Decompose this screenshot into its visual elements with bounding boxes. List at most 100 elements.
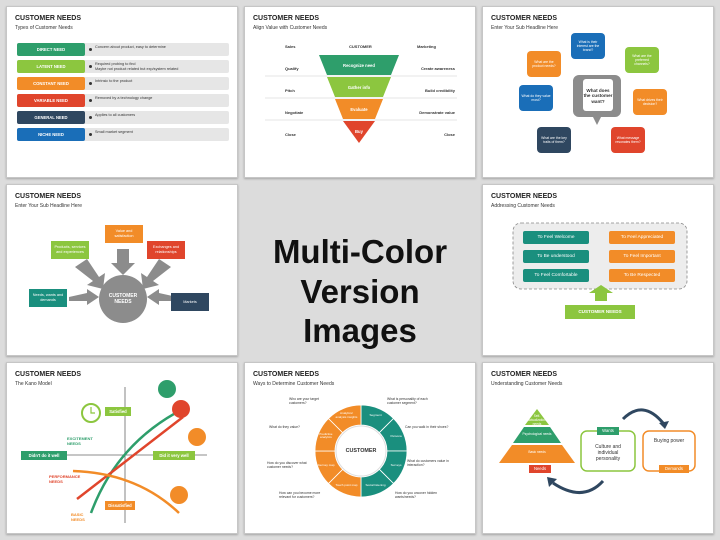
sales-stage: Qualify	[285, 66, 299, 71]
bullet-dot	[89, 82, 92, 85]
performance-needs-label: PERFORMANCE NEEDS	[49, 474, 81, 484]
need-box-right: To Feel Important	[609, 250, 675, 263]
understanding-graphic	[499, 408, 696, 494]
need-type-label: CONSTANT NEED	[17, 77, 85, 90]
segment-label: Segment	[369, 413, 382, 418]
need-type-label: DIRECT NEED	[17, 43, 85, 56]
segment-label: Persona	[390, 433, 402, 438]
slide-subtitle: Ways to Determine Customer Needs	[253, 381, 335, 387]
basic-needs-label: BASIC NEEDS	[71, 512, 85, 522]
marketing-stage: Create awareness	[420, 66, 455, 71]
funnel-stage: Gather info	[347, 85, 371, 91]
slide-title: CUSTOMER NEEDS	[491, 371, 557, 378]
question-bubble: What are the product needs?	[527, 51, 561, 77]
question-text: How do you discover what customer needs?	[267, 461, 307, 470]
need-description: Small market segment	[95, 130, 133, 134]
heading-line-2: Version Images	[300, 272, 420, 350]
need-box-right: To Feel Appreciated	[609, 231, 675, 244]
slide-subtitle: Enter Your Sub Headline Here	[491, 25, 558, 31]
need-box-left: To Feel Comfortable	[523, 269, 589, 282]
marketing-stage: Demonstrate value	[419, 110, 455, 115]
need-item: Needs, wants and demands	[29, 289, 67, 307]
segment-ring	[314, 404, 408, 498]
slide-title: CUSTOMER NEEDS	[253, 371, 319, 378]
pyramid-bottom: Basic needs	[528, 450, 546, 454]
kano-chart	[47, 380, 207, 523]
customer-needs-label: CUSTOMER NEEDS	[565, 305, 635, 319]
slide-customer-want[interactable]: CUSTOMER NEEDS Enter Your Sub Headline H…	[482, 6, 714, 178]
segment-label: Journey map	[317, 462, 335, 467]
slide-title: CUSTOMER NEEDS	[491, 193, 557, 200]
need-item: Markets	[171, 293, 209, 311]
need-description: Intrinsic to the product	[95, 79, 133, 83]
slide-title: CUSTOMER NEEDS	[491, 15, 557, 22]
question-text: What do they value?	[269, 425, 300, 429]
slide-title: CUSTOMER NEEDS	[253, 15, 319, 22]
need-type-label: GENERAL NEED	[17, 111, 85, 124]
speech-bubbles-graphic	[573, 75, 621, 125]
funnel-stage: Recognize need	[343, 63, 375, 69]
slide-align-value[interactable]: CUSTOMER NEEDS Align Value with Customer…	[244, 6, 476, 178]
marketing-stage: Build credibility	[424, 88, 455, 93]
sales-stage: Pitch	[285, 88, 295, 93]
sales-stage: Close	[285, 132, 296, 137]
segment-label: Touch point map	[335, 483, 358, 488]
segment-label: Analytics/ analysis insights	[335, 411, 358, 419]
marketing-header: Marketing	[417, 44, 436, 49]
need-description: Concern about product, easy to determine	[95, 45, 166, 49]
multi-color-heading: Multi-Color Version Images	[244, 232, 476, 351]
slide-kano-model[interactable]: CUSTOMER NEEDS The Kano Model Satisfied …	[6, 362, 238, 534]
question-bubble: What message resonates them?	[611, 127, 645, 153]
didnt-do-well-label: Didn't do it well	[21, 451, 67, 460]
slide-subtitle: Align Value with Customer Needs	[253, 25, 328, 31]
need-item: Value and satisfaction	[105, 225, 143, 243]
need-item: Exchanges and relationships	[147, 241, 185, 259]
wants-tag: Wants	[597, 427, 619, 435]
segment-label: Surveys	[390, 462, 402, 467]
question-text: How do you uncover hidden wants/needs?	[395, 491, 438, 500]
segment-label: Predictive analytics	[319, 431, 333, 440]
slide-title: CUSTOMER NEEDS	[15, 371, 81, 378]
question-text: Who are your target customers?	[289, 397, 319, 406]
need-box-left: To Feel Welcome	[523, 231, 589, 244]
slide-subtitle: Types of Customer Needs	[15, 25, 73, 31]
hub-center: CUSTOMER NEEDS	[108, 293, 138, 305]
need-description: Applies to all customers	[95, 113, 136, 117]
slide-title: CUSTOMER NEEDS	[15, 193, 81, 200]
slide-determine-needs[interactable]: CUSTOMER NEEDS Ways to Determine Custome…	[244, 362, 476, 534]
ring-center: CUSTOMER	[345, 447, 377, 454]
slide-addressing-needs[interactable]: CUSTOMER NEEDS Addressing Customer Needs…	[482, 184, 714, 356]
excitement-needs-label: EXCITEMENT NEEDS	[67, 436, 93, 446]
question-text: What do customers value in interaction?	[407, 459, 449, 468]
pyramid-top: Self-actualization needs	[528, 414, 546, 426]
need-box-left: To Be understood	[523, 250, 589, 263]
segment-label: Social listening	[365, 483, 386, 488]
question-text: Can you walk in their shoes?	[405, 425, 449, 429]
ring-center-circle	[335, 425, 387, 477]
question-bubble: What is their interest are the brand?	[571, 33, 605, 59]
slide-subtitle: Understanding Customer Needs	[491, 381, 563, 387]
need-box-right: To Be Respected	[609, 269, 675, 282]
slide-subtitle: The Kano Model	[15, 381, 52, 387]
heading-line-1: Multi-Color	[272, 233, 448, 270]
pyramid-middle: Psychological needs	[522, 432, 552, 436]
buying-power-text: Buying power	[653, 438, 685, 444]
slide-subtitle: Addressing Customer Needs	[491, 203, 555, 209]
need-type-label: LATENT NEED	[17, 60, 85, 73]
funnel-graphic	[265, 55, 457, 143]
culture-text: Culture and individual personality	[595, 444, 621, 462]
slide-understanding-needs[interactable]: CUSTOMER NEEDS Understanding Customer Ne…	[482, 362, 714, 534]
did-very-well-label: Did it very well	[153, 451, 195, 460]
bullet-dot	[89, 48, 92, 51]
demands-tag: Demands	[659, 465, 689, 473]
question-bubble: What are the key traits of them?	[537, 127, 571, 153]
question-text: How can you become more relevant for cus…	[279, 491, 321, 500]
marketing-stage: Close	[444, 132, 455, 137]
slide-customer-needs-hub[interactable]: CUSTOMER NEEDS Enter Your Sub Headline H…	[6, 184, 238, 356]
dissatisfied-label: Dissatisfied	[105, 501, 135, 510]
sales-stage: Negotiate	[285, 110, 304, 115]
slide-types-of-customer-needs[interactable]: CUSTOMER NEEDS Types of Customer Needs D…	[6, 6, 238, 178]
question-bubble: What drives their decision?	[633, 89, 667, 115]
customer-header: CUSTOMER	[349, 44, 372, 49]
funnel-stage: Buy	[355, 129, 363, 135]
